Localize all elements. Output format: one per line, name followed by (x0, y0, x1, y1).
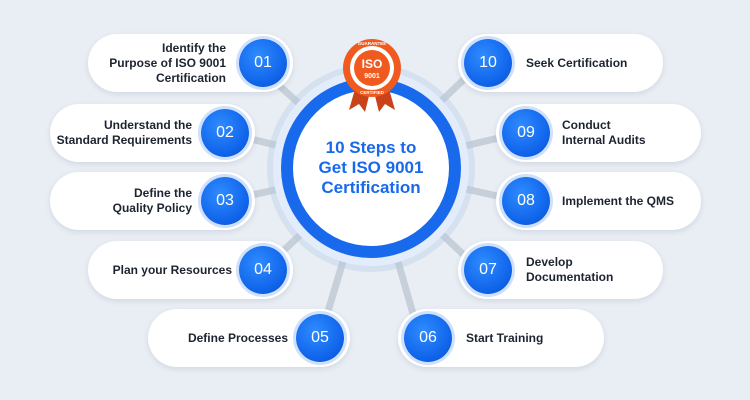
badge-center-text: ISO (362, 57, 383, 71)
step-09: 09 Conduct Internal Audits (496, 104, 701, 162)
step-number: 03 (201, 177, 249, 225)
step-label-line: Develop (526, 255, 573, 269)
step-label: Conduct Internal Audits (562, 104, 698, 162)
step-label: Start Training (466, 309, 600, 367)
step-number: 05 (296, 314, 344, 362)
step-label: Understand the Standard Requirements (56, 104, 192, 162)
step-number: 07 (464, 246, 512, 294)
hub-title-line: 10 Steps to (325, 138, 417, 157)
step-label: Develop Documentation (526, 241, 660, 299)
step-label-line: Documentation (526, 270, 614, 284)
step-number: 09 (502, 109, 550, 157)
badge-center-sub: 9001 (364, 73, 380, 80)
step-02: Understand the Standard Requirements 02 (50, 104, 255, 162)
step-label-line: Define the (133, 186, 192, 200)
step-label: Seek Certification (526, 34, 660, 92)
iso-badge-icon: GUARANTEE ISO 9001 CERTIFIED (343, 39, 401, 112)
hub-title: 10 Steps to Get ISO 9001 Certification (293, 138, 449, 198)
step-label: Define the Quality Policy (56, 172, 192, 230)
step-label-line: Seek Certification (526, 55, 628, 70)
step-label-line: Quality Policy (112, 201, 192, 215)
step-label: Plan your Resources (94, 241, 232, 299)
hub-title-line: Get ISO 9001 (318, 158, 424, 177)
step-number: 02 (201, 109, 249, 157)
hub-center (293, 90, 449, 246)
step-number: 08 (502, 177, 550, 225)
step-label-line: Standard Requirements (56, 133, 192, 147)
step-05: Define Processes 05 (148, 309, 350, 367)
step-08: 08 Implement the QMS (496, 172, 701, 230)
step-03: Define the Quality Policy 03 (50, 172, 255, 230)
step-label-line: Certification (155, 70, 226, 85)
step-label-line: Internal Audits (562, 133, 646, 147)
step-01: Identify the Purpose of ISO 9001 Certifi… (88, 34, 293, 92)
step-06: 06 Start Training (398, 309, 604, 367)
step-number: 10 (464, 39, 512, 87)
step-04: Plan your Resources 04 (88, 241, 293, 299)
step-number: 01 (239, 39, 287, 87)
step-07: 07 Develop Documentation (458, 241, 663, 299)
hub-title-line: Certification (321, 178, 421, 197)
step-label: Identify the Purpose of ISO 9001 Certifi… (94, 34, 226, 92)
step-label-line: Plan your Resources (112, 262, 232, 277)
step-label-line: Define Processes (187, 330, 288, 345)
step-label-line: Identify the (161, 40, 226, 55)
step-label: Implement the QMS (562, 172, 698, 230)
step-number: 04 (239, 246, 287, 294)
step-label-line: Purpose of ISO 9001 (109, 55, 226, 70)
step-label: Define Processes (154, 309, 288, 367)
step-label-line: Understand the (103, 118, 192, 132)
step-number: 06 (404, 314, 452, 362)
step-label-line: Conduct (562, 118, 611, 132)
step-10: 10 Seek Certification (458, 34, 663, 92)
step-label-line: Implement the QMS (562, 193, 675, 208)
badge-bottom-text: CERTIFIED (360, 90, 385, 95)
step-label-line: Start Training (466, 330, 544, 345)
badge-top-text: GUARANTEE (358, 41, 387, 46)
